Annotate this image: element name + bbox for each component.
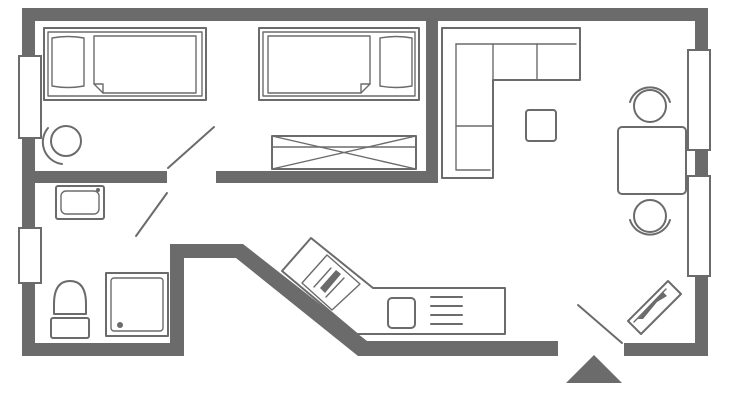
door-bathroom xyxy=(135,192,168,237)
kitchen-counter xyxy=(281,237,506,335)
single-bed-left xyxy=(43,27,207,101)
door-bedroom xyxy=(167,126,215,169)
wall-diagonal xyxy=(170,244,558,356)
living-room xyxy=(441,27,687,335)
bedroom xyxy=(41,27,420,170)
shower-tray xyxy=(105,272,169,337)
single-bed-right xyxy=(258,27,420,101)
dining-table xyxy=(617,126,687,195)
wall-bedroom-living xyxy=(426,21,438,183)
wardrobe xyxy=(271,135,417,170)
dining-chair-bottom xyxy=(629,199,671,236)
dining-set xyxy=(617,86,687,236)
shoe-rack xyxy=(627,280,682,335)
bathroom xyxy=(50,185,169,339)
interior-walls xyxy=(35,21,438,183)
wall-bottom-right xyxy=(624,343,708,356)
dining-chair-top xyxy=(629,86,671,123)
coffee-table xyxy=(525,109,557,142)
armchair xyxy=(41,125,82,165)
drainer xyxy=(430,296,463,325)
window-right-bottom xyxy=(687,175,711,277)
wall-bottom-left xyxy=(22,343,184,356)
window-right-top xyxy=(687,49,711,151)
wall-bedroom-hall-right xyxy=(216,171,438,183)
window-left-top xyxy=(18,55,42,139)
window-left-bottom xyxy=(18,227,42,284)
toilet xyxy=(50,280,90,339)
kitchen-sink xyxy=(387,297,416,329)
washbasin xyxy=(55,185,105,220)
windows xyxy=(18,49,711,284)
door-entrance xyxy=(577,304,623,344)
doors xyxy=(135,126,623,344)
wall-bedroom-bath xyxy=(35,171,167,183)
corner-sofa xyxy=(441,27,581,179)
triangle-up-icon xyxy=(566,355,622,383)
hob xyxy=(301,254,361,311)
kitchen xyxy=(281,237,506,335)
wall-top xyxy=(22,8,708,21)
